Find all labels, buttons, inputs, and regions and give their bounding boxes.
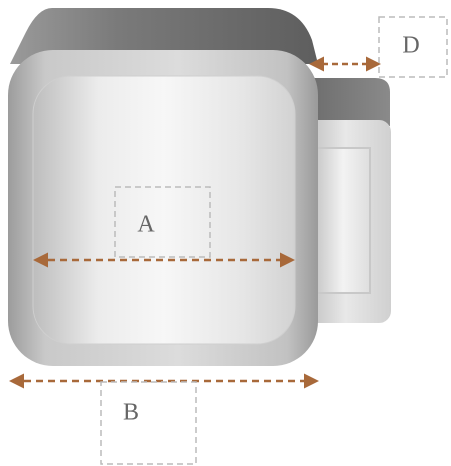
handle-top-face bbox=[300, 78, 390, 126]
label-d: D bbox=[378, 16, 448, 78]
label-d-text: D bbox=[402, 33, 419, 59]
handle-inner-recess bbox=[315, 147, 371, 294]
container-inner-panel bbox=[32, 75, 296, 345]
label-b: B bbox=[100, 381, 197, 465]
label-a-text: A bbox=[137, 212, 155, 238]
label-d-box bbox=[378, 16, 448, 78]
container-handle bbox=[300, 78, 391, 323]
label-b-text: B bbox=[123, 400, 139, 426]
label-b-box bbox=[100, 381, 197, 465]
